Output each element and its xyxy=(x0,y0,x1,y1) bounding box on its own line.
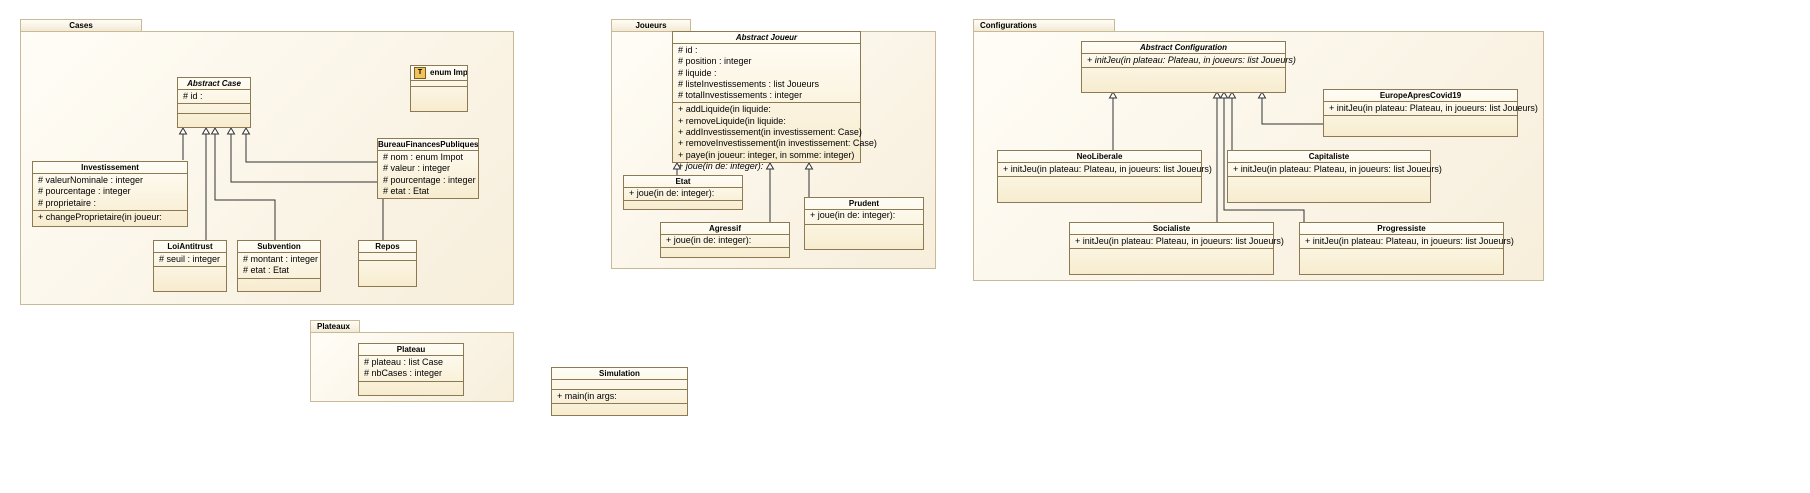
attribute: # etat : Etat xyxy=(383,185,430,196)
class-abstract-case[interactable]: Abstract Case # id : xyxy=(177,77,251,128)
class-loi-antitrust[interactable]: LoiAntitrust # seuil : integer xyxy=(153,240,227,292)
operation: + addInvestissement(in investissement: C… xyxy=(678,127,862,138)
class-repos[interactable]: Repos xyxy=(358,240,417,287)
class-agressif[interactable]: Agressif + joue(in de: integer): xyxy=(660,222,790,258)
class-name: Progressiste xyxy=(1300,223,1503,235)
class-name: NeoLiberale xyxy=(998,151,1201,163)
attribute: # proprietaire : xyxy=(38,197,97,208)
class-abstract-configuration[interactable]: Abstract Configuration + initJeu(in plat… xyxy=(1081,41,1296,93)
class-name: enum Impot xyxy=(430,68,467,77)
class-progressiste[interactable]: Progressiste + initJeu(in plateau: Plate… xyxy=(1299,222,1514,275)
class-neoliberale[interactable]: NeoLiberale + initJeu(in plateau: Platea… xyxy=(997,150,1212,203)
attribute: # liquide : xyxy=(678,67,717,78)
attribute: # pourcentage : integer xyxy=(383,174,476,185)
class-name: Abstract Configuration xyxy=(1082,42,1285,54)
enum-badge-icon: T xyxy=(414,66,426,79)
operation: + initJeu(in plateau: Plateau, in joueur… xyxy=(1087,55,1296,65)
operation: + initJeu(in plateau: Plateau, in joueur… xyxy=(1233,164,1442,174)
attribute: # valeur : integer xyxy=(383,163,451,174)
class-name: Agressif xyxy=(661,223,789,235)
class-europe-apres-covid19[interactable]: EuropeApresCovid19 + initJeu(in plateau:… xyxy=(1323,89,1538,137)
class-name: Capitaliste xyxy=(1228,151,1430,163)
operation: + initJeu(in plateau: Plateau, in joueur… xyxy=(1075,236,1284,246)
class-prudent[interactable]: Prudent + joue(in de: integer): xyxy=(804,197,924,250)
class-name: Investissement xyxy=(33,162,187,174)
class-socialiste[interactable]: Socialiste + initJeu(in plateau: Plateau… xyxy=(1069,222,1284,275)
class-investissement[interactable]: Investissement # valeurNominale : intege… xyxy=(32,161,188,227)
operation: + joue(in de: integer): xyxy=(666,235,752,245)
attribute: # totalInvestissements : integer xyxy=(678,90,803,101)
attribute: # id : xyxy=(183,91,203,101)
class-name: Repos xyxy=(359,241,416,253)
abstract-operation: + joue(in de: integer): xyxy=(678,160,764,171)
operation: + initJeu(in plateau: Plateau, in joueur… xyxy=(1003,164,1212,174)
attribute: # id : xyxy=(678,45,698,55)
attribute: # valeurNominale : integer xyxy=(38,175,144,185)
operation: + paye(in joueur: integer, in somme: int… xyxy=(678,149,855,160)
class-subvention[interactable]: Subvention # montant : integer # etat : … xyxy=(237,240,321,292)
operation: + removeInvestissement(in investissement… xyxy=(678,138,877,149)
attribute: # pourcentage : integer xyxy=(38,186,131,197)
class-name: Etat xyxy=(624,176,742,188)
attribute: # plateau : list Case xyxy=(364,357,444,367)
operation: + joue(in de: integer): xyxy=(629,188,715,198)
operation: + initJeu(in plateau: Plateau, in joueur… xyxy=(1329,103,1538,113)
operation: + initJeu(in plateau: Plateau, in joueur… xyxy=(1305,236,1514,246)
class-name: Socialiste xyxy=(1070,223,1273,235)
class-plateau[interactable]: Plateau # plateau : list Case # nbCases … xyxy=(358,343,464,396)
operation: + changeProprietaire(in joueur: xyxy=(38,211,162,222)
operation: + removeLiquide(in liquide: xyxy=(678,115,786,126)
attribute: # listeInvestissements : list Joueurs xyxy=(678,78,820,89)
attribute: # montant : integer xyxy=(243,254,319,264)
attribute: # nbCases : integer xyxy=(364,368,443,379)
class-bureau-finances-publiques[interactable]: BureauFinancesPubliques # nom : enum Imp… xyxy=(377,138,479,200)
class-name: Subvention xyxy=(238,241,320,253)
class-name: EuropeApresCovid19 xyxy=(1324,90,1517,102)
operation: + addLiquide(in liquide: xyxy=(678,104,771,115)
class-simulation[interactable]: Simulation + main(in args: xyxy=(551,367,688,416)
operation: + main(in args: xyxy=(557,391,617,401)
class-name: LoiAntitrust xyxy=(154,241,226,253)
class-abstract-joueur[interactable]: Abstract Joueur # id : # position : inte… xyxy=(672,31,877,171)
class-name: BureauFinancesPubliques xyxy=(378,140,478,151)
class-name: Plateau xyxy=(359,344,463,356)
class-name: Abstract Joueur xyxy=(673,32,860,44)
class-name: Simulation xyxy=(552,368,687,380)
attribute: # nom : enum Impot xyxy=(383,152,464,162)
class-capitaliste[interactable]: Capitaliste + initJeu(in plateau: Platea… xyxy=(1227,150,1442,203)
class-name: Abstract Case xyxy=(178,78,250,90)
class-name: Prudent xyxy=(805,198,923,210)
attribute: # position : integer xyxy=(678,56,752,67)
operation: + joue(in de: integer): xyxy=(810,210,896,220)
attribute: # etat : Etat xyxy=(243,265,290,276)
attribute: # seuil : integer xyxy=(159,254,221,264)
class-etat[interactable]: Etat + joue(in de: integer): xyxy=(623,175,743,210)
